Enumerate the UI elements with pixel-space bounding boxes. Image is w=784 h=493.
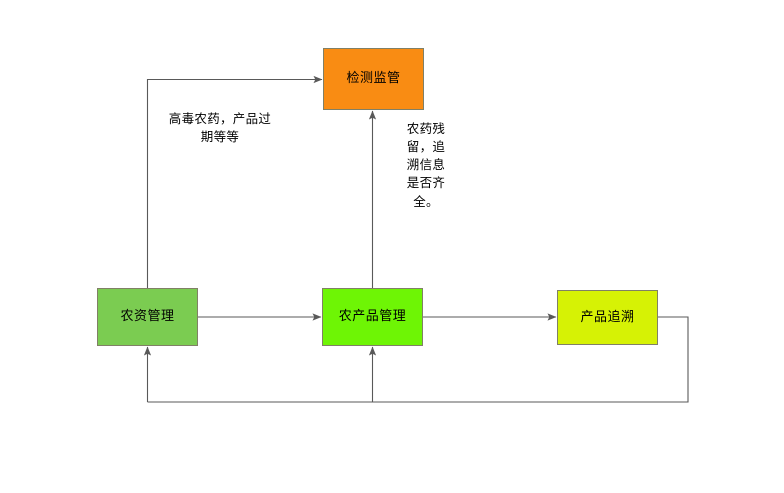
node-agri-products-label: 农产品管理 (338, 309, 407, 325)
node-traceability[interactable]: 产品追溯 (557, 290, 658, 345)
edge-traceability-feedback-trunk (147, 316, 689, 403)
node-agri-inputs-label: 农资管理 (120, 309, 175, 325)
edge-label-pesticide-expiry: 高毒农药，产品过 期等等 (168, 111, 272, 145)
node-agri-inputs[interactable]: 农资管理 (97, 288, 198, 346)
node-inspection[interactable]: 检测监管 (323, 48, 424, 110)
node-inspection-label: 检测监管 (346, 71, 401, 87)
edge-label-residue-trace: 农药残 留，追 溯信息 是否齐 全。 (406, 121, 446, 209)
edge-agri-inputs-to-inspection (146, 75, 323, 288)
node-traceability-label: 产品追溯 (580, 309, 635, 325)
node-agri-products[interactable]: 农产品管理 (322, 288, 423, 346)
